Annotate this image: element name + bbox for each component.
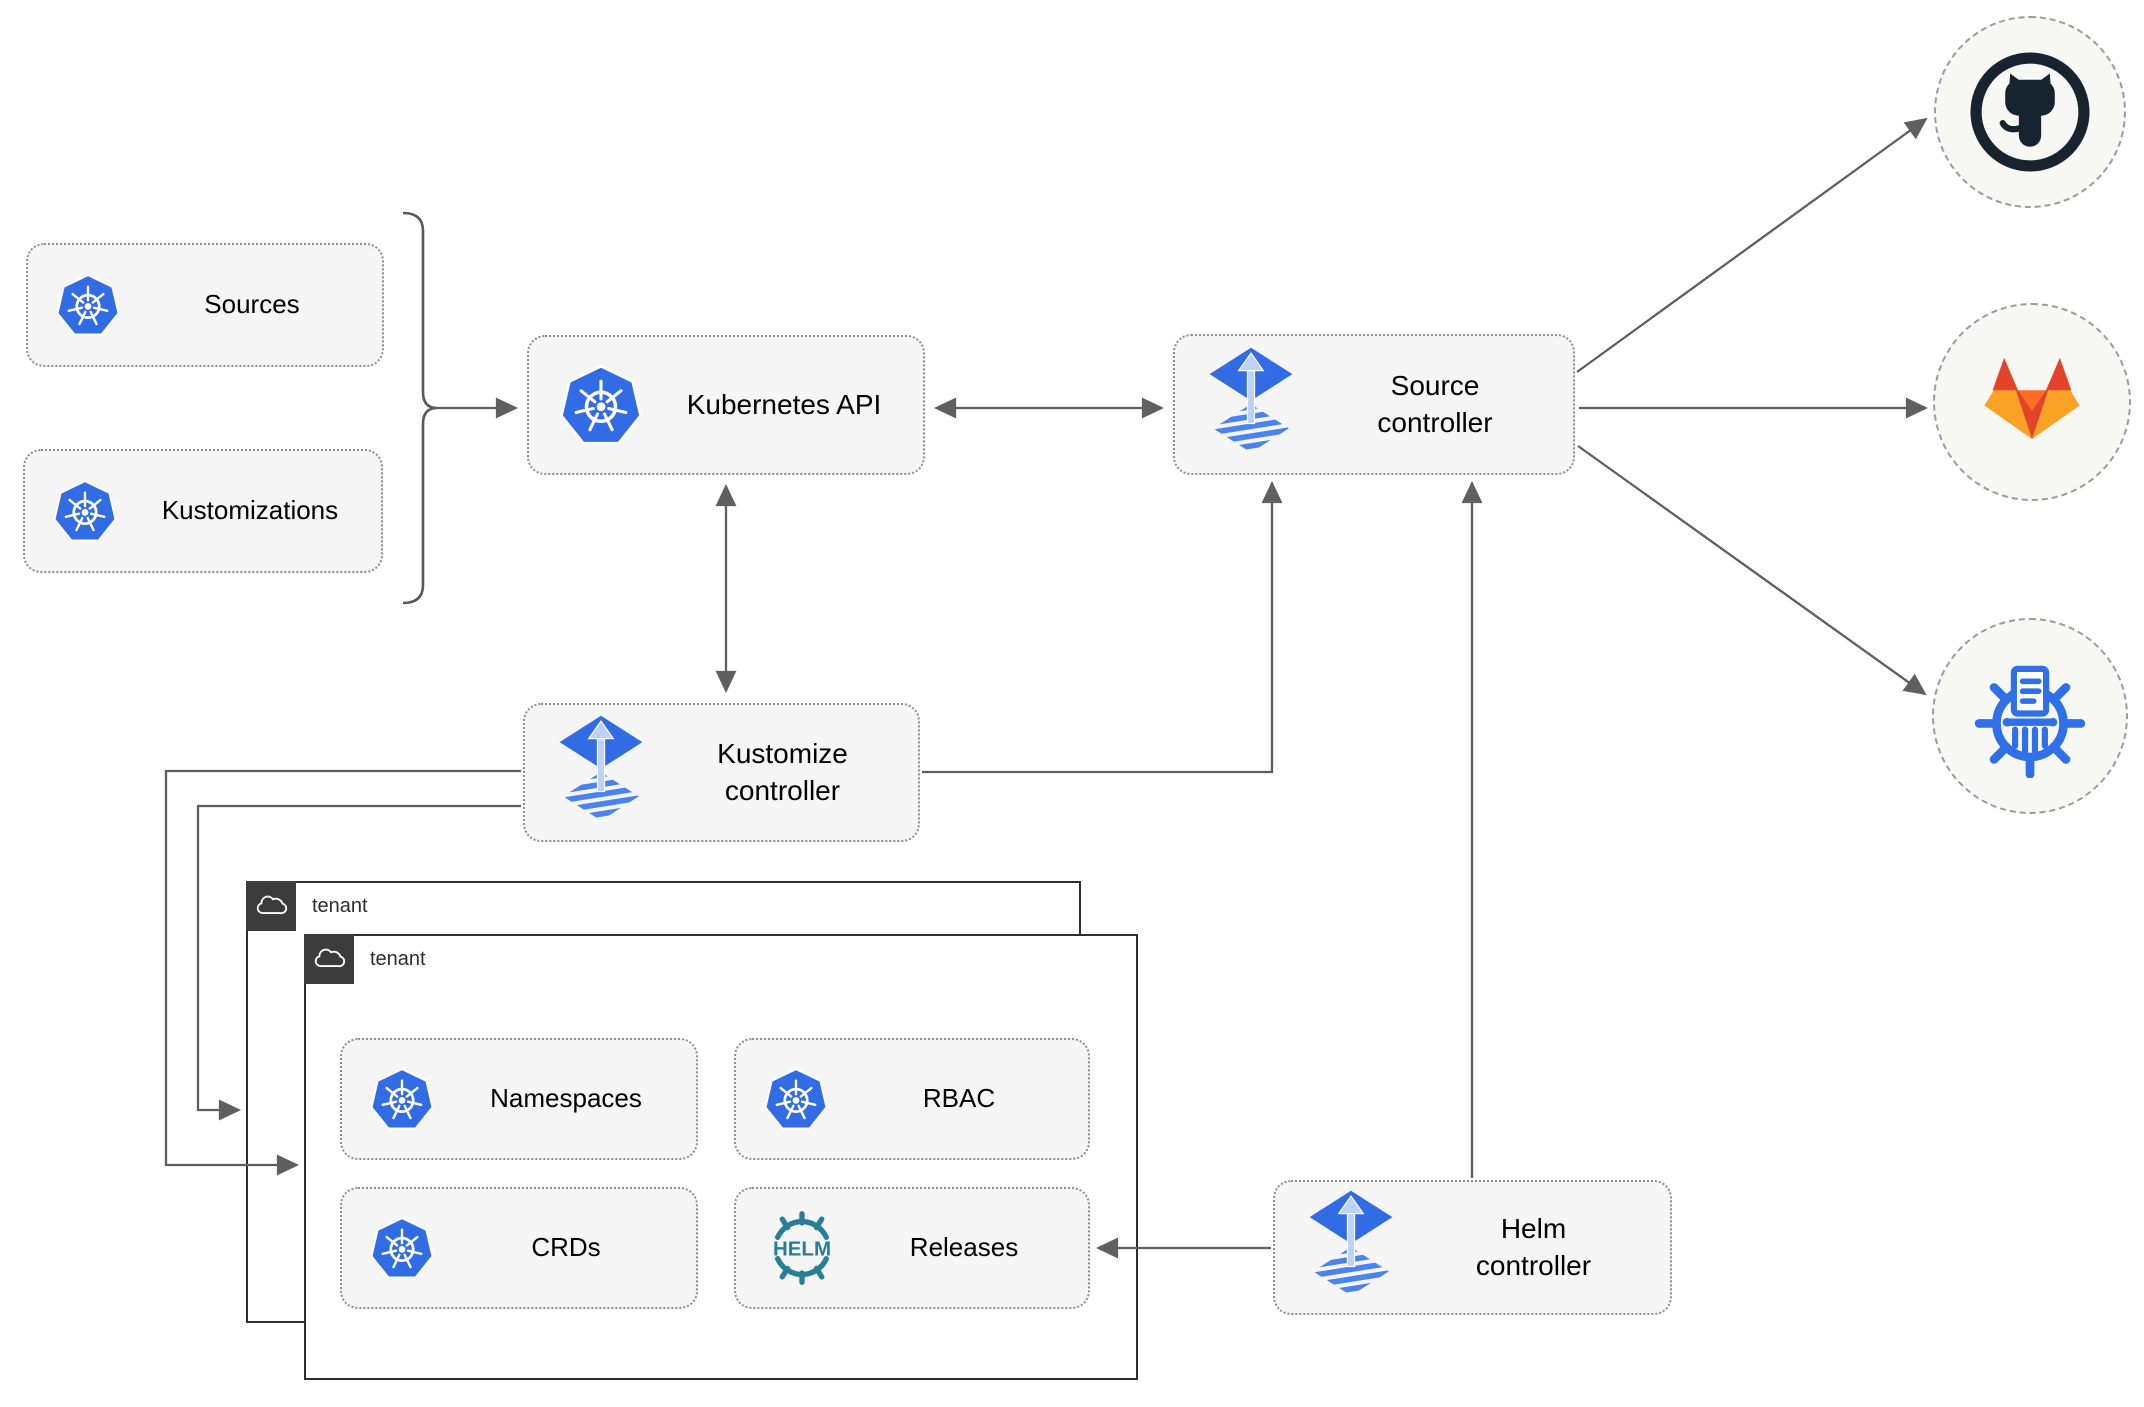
node-rbac: RBAC — [734, 1038, 1090, 1160]
edge-source-controller-registry — [1577, 445, 1927, 696]
flux-icon — [555, 714, 647, 832]
container-registry-icon — [1968, 654, 2092, 778]
node-kubernetes-api-label: Kubernetes API — [686, 388, 882, 420]
node-source-controller-text: Source controller — [1377, 370, 1493, 438]
node-crds: CRDs — [340, 1187, 698, 1309]
node-sources-label: Sources — [204, 289, 300, 320]
kubernetes-icon — [557, 361, 645, 449]
helm-icon-text: HELM — [773, 1238, 831, 1261]
node-releases-label: Releases — [909, 1232, 1019, 1263]
node-helm-controller: Helm controller — [1273, 1180, 1672, 1315]
node-kubernetes-api: Kubernetes API — [527, 335, 925, 475]
flux-icon — [1205, 346, 1297, 464]
flux-icon — [1305, 1189, 1397, 1307]
node-helm-controller-text: Helm controller — [1475, 1213, 1592, 1281]
github-icon — [1968, 50, 2092, 174]
kubernetes-icon — [54, 271, 122, 339]
tenant-inner-label: tenant — [370, 948, 426, 970]
edge-bracket-sources-group — [402, 211, 438, 605]
node-releases: HELM Releases — [734, 1187, 1090, 1309]
node-kustomize-controller: Kustomize controller — [523, 703, 920, 842]
node-source-controller: Source controller — [1173, 334, 1575, 475]
tenant-outer-label: tenant — [312, 895, 368, 917]
gitlab-icon — [1974, 344, 2090, 460]
node-helm-controller-label: Helm controller — [1397, 1211, 1670, 1284]
edge-source-controller-github — [1576, 117, 1928, 373]
tenant-outer-tab — [246, 881, 296, 931]
node-github — [1934, 16, 2126, 208]
cloud-icon — [254, 894, 288, 918]
node-crds-label: CRDs — [531, 1232, 601, 1263]
node-registry — [1932, 618, 2128, 814]
node-namespaces: Namespaces — [340, 1038, 698, 1160]
kubernetes-icon — [762, 1065, 830, 1133]
cloud-icon — [312, 947, 346, 971]
node-rbac-label: RBAC — [922, 1083, 996, 1114]
node-source-controller-label: Source controller — [1297, 368, 1573, 441]
node-kustomizations-label: Kustomizations — [161, 495, 339, 526]
kubernetes-icon — [368, 1214, 436, 1282]
node-sources: Sources — [26, 243, 384, 367]
kubernetes-icon — [51, 477, 119, 545]
kubernetes-icon — [368, 1065, 436, 1133]
tenant-inner-tab — [304, 934, 354, 984]
node-kustomize-controller-text: Kustomize controller — [717, 738, 848, 806]
node-namespaces-label: Namespaces — [490, 1083, 642, 1114]
edge-kustomize-controller-source-controller — [922, 480, 1283, 774]
node-kustomize-controller-label: Kustomize controller — [647, 736, 918, 809]
node-gitlab — [1933, 303, 2131, 501]
node-kustomizations: Kustomizations — [23, 449, 383, 573]
helm-icon: HELM — [773, 1211, 831, 1285]
